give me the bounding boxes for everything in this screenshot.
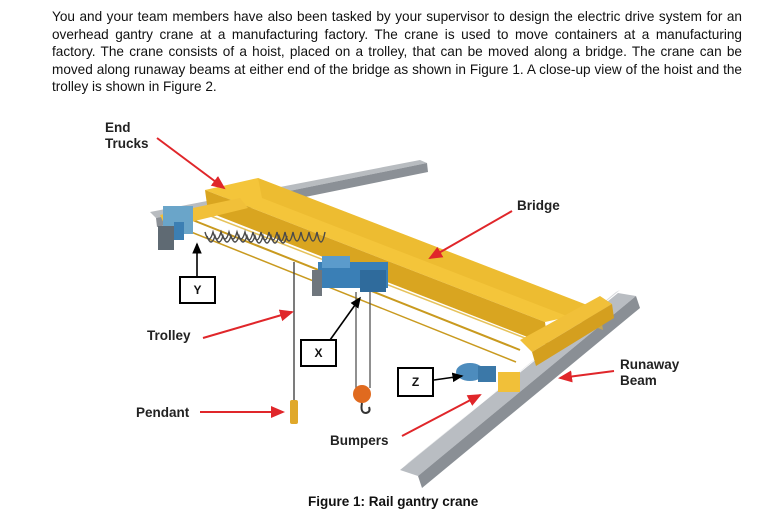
intro-paragraph: You and your team members have also been… [52, 9, 742, 95]
end-trucks-label-line1: End [105, 120, 131, 135]
trolley-hoist [312, 256, 388, 296]
end-trucks-arrow [156, 137, 226, 190]
bumpers-arrow [401, 394, 482, 437]
box-x: X [300, 339, 337, 367]
end-truck-left [158, 198, 248, 250]
bumpers-label: Bumpers [330, 433, 389, 448]
festoon-cables [204, 229, 326, 244]
bridge-arrow [428, 210, 513, 259]
x-arrow [329, 296, 361, 341]
end-trucks-label: End Trucks [105, 120, 149, 152]
hook-block [353, 292, 371, 415]
end-truck-right [456, 296, 614, 392]
trolley-arrow [202, 309, 294, 339]
bridge-label: Bridge [517, 198, 560, 213]
pendant-label: Pendant [136, 405, 190, 420]
trolley-label: Trolley [147, 328, 191, 343]
runaway-beam-label: Runaway Beam [620, 357, 679, 389]
red-arrows [156, 137, 615, 437]
runaway-beam-label-line1: Runaway [620, 357, 680, 372]
z-arrow [433, 372, 464, 383]
box-y: Y [179, 276, 216, 304]
black-arrows [192, 242, 464, 383]
box-z: Z [397, 367, 434, 397]
figure-caption: Figure 1: Rail gantry crane [308, 494, 479, 509]
pendant-control [290, 262, 298, 424]
runaway-beam-arrow [558, 370, 615, 383]
runaway-beam-label-line2: Beam [620, 373, 657, 388]
end-trucks-label-line2: Trucks [105, 136, 149, 151]
